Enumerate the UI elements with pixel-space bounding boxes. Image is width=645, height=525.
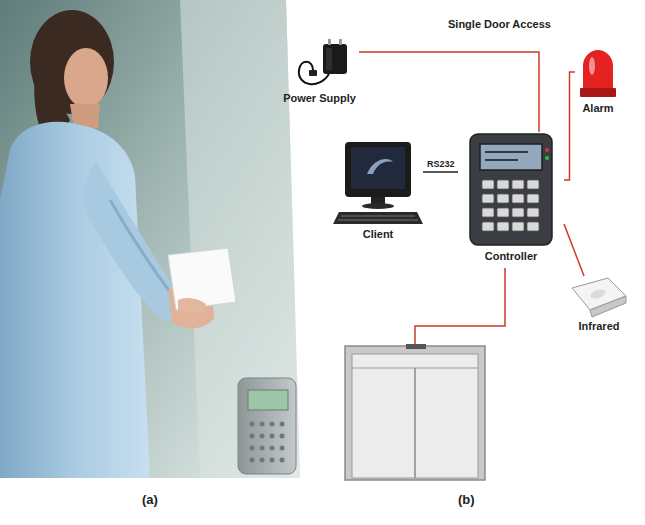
infrared-icon — [568, 276, 630, 318]
alarm-icon — [575, 44, 621, 100]
cable-connector — [359, 52, 539, 132]
interface-label: RS232 — [426, 159, 456, 170]
diagram-title: Single Door Access — [448, 18, 551, 30]
client-computer: Client — [333, 140, 423, 241]
device-label: Power Supply — [280, 92, 359, 105]
client-icon — [333, 140, 423, 226]
cable-connector — [564, 72, 575, 180]
device-label: Infrared — [568, 320, 630, 333]
cable-connector — [564, 224, 584, 276]
power-icon — [289, 38, 351, 90]
controller-icon — [458, 132, 564, 248]
device-label: Controller — [458, 250, 564, 263]
door-wire — [415, 268, 505, 346]
infrared-sensor: Infrared — [568, 276, 630, 333]
alarm-device: Alarm — [575, 44, 621, 115]
access-controller: Controller — [458, 132, 564, 263]
panel-label: (a) — [142, 492, 158, 507]
panel-label: (b) — [458, 492, 475, 507]
device-label: Alarm — [575, 102, 621, 115]
cable-connector — [423, 171, 458, 173]
device-label: Client — [333, 228, 423, 241]
power-supply-device: Power Supply — [280, 38, 359, 105]
